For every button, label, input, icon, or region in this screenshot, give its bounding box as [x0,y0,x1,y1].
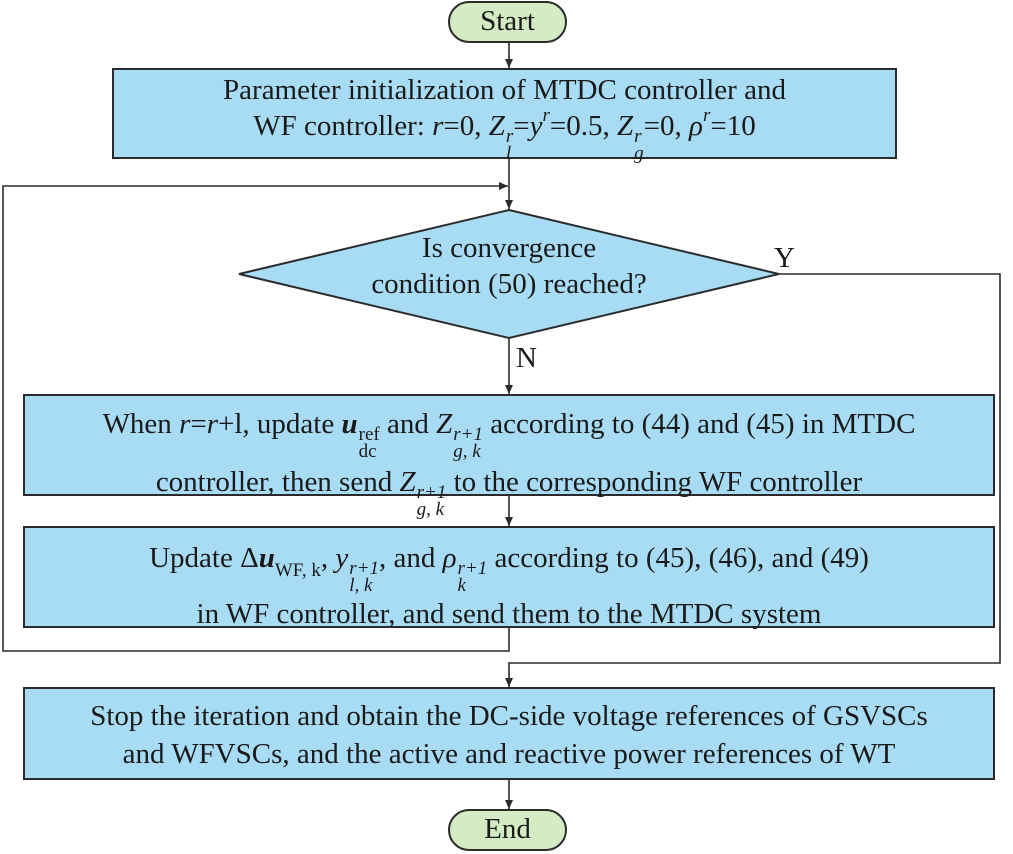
init-line-1: Parameter initialization of MTDC control… [223,74,786,106]
end-terminal [448,809,567,851]
update-wf-box [23,526,995,628]
init-text: Parameter initialization of MTDC control… [113,72,896,164]
init-box [112,68,897,159]
start-label: Start [480,5,535,37]
yes-label: Y [774,242,795,274]
stop-line-2: and WFVSCs, and the active and reactive … [122,738,896,770]
decision-line-2: condition (50) reached? [371,268,647,300]
update-mtdc-box [23,394,995,496]
edge-loop-back [2,182,510,652]
end-label: End [484,813,531,845]
edge-yes-stop [505,273,1001,687]
decision-text: Is convergence condition (50) reached? [289,230,729,302]
no-label: N [516,342,537,374]
stop-line-1: Stop the iteration and obtain the DC-sid… [90,700,928,732]
stop-text: Stop the iteration and obtain the DC-sid… [24,697,994,773]
update-wf-line-2: in WF controller, and send them to the M… [196,598,822,630]
decision-line-1: Is convergence [421,232,597,264]
start-terminal [448,1,567,43]
